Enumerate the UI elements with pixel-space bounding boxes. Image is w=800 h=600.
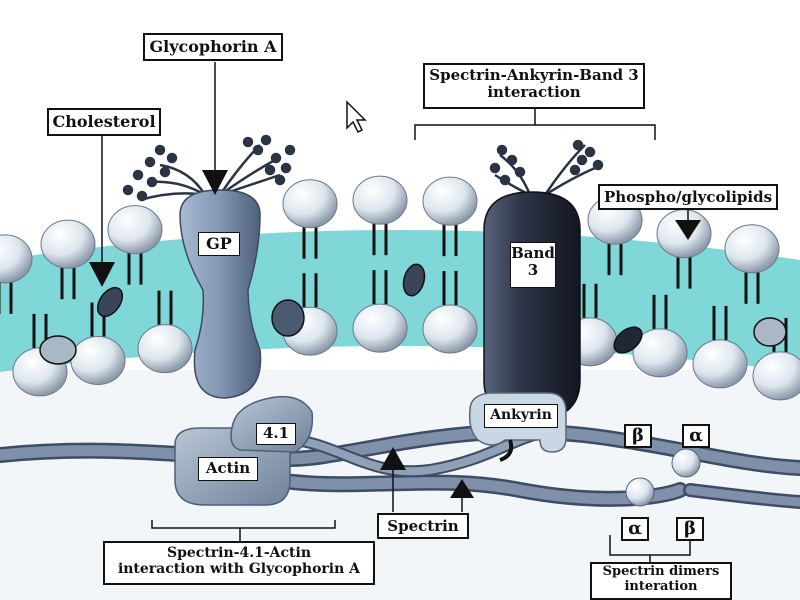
lipid-head xyxy=(752,351,800,401)
beta-bottom-label: β xyxy=(676,517,704,541)
spectrin-label: Spectrin xyxy=(377,513,469,539)
cholesterol-label: Cholesterol xyxy=(47,108,161,136)
phospho-glycolipids-text: Phospho/glycolipids xyxy=(603,188,773,206)
spectrin-dimer-heads xyxy=(625,448,701,507)
band3-label: Band 3 xyxy=(510,242,556,288)
ankyrin-text: Ankyrin xyxy=(490,407,552,423)
lipid-head xyxy=(352,303,408,353)
lipid-head xyxy=(692,339,748,389)
gp-label: GP xyxy=(198,232,240,256)
lipid-head xyxy=(70,335,126,385)
spectrin-text: Spectrin xyxy=(387,517,459,535)
glycophorin-a-label: Glycophorin A xyxy=(143,33,283,61)
alpha-top-label: α xyxy=(682,424,710,448)
lipid-head xyxy=(137,324,193,374)
brackets xyxy=(151,108,691,563)
gp-text: GP xyxy=(206,234,232,253)
ankyrin-label: Ankyrin xyxy=(484,404,558,428)
spectrin-ankyrin-band3-label: Spectrin-Ankyrin-Band 3 interaction xyxy=(423,63,645,109)
spectrin-ankyrin-band3-line1: Spectrin-Ankyrin-Band 3 xyxy=(429,66,639,84)
actin-text: Actin xyxy=(205,459,251,477)
lipid-head xyxy=(352,175,408,225)
spectrin-dimers-line1: Spectrin dimers xyxy=(602,564,720,579)
mouse-cursor-icon xyxy=(346,100,367,134)
lipid-head xyxy=(0,234,33,284)
protein-4-1-label: 4.1 xyxy=(256,423,296,445)
cholesterol-molecules xyxy=(39,263,787,365)
glycophorin-a-text: Glycophorin A xyxy=(149,37,277,56)
lipid-tails xyxy=(0,218,788,352)
actin-label: Actin xyxy=(198,457,258,481)
beta-top-label: β xyxy=(624,424,652,448)
lipid-head xyxy=(40,219,96,269)
spectrin-41-actin-line2: interaction with Glycophorin A xyxy=(117,561,361,578)
cholesterol-text: Cholesterol xyxy=(52,112,156,131)
protein-4-1-text: 4.1 xyxy=(262,424,290,442)
lipid-head xyxy=(282,179,338,229)
lipid-head xyxy=(724,224,780,274)
ankyrin-tail xyxy=(499,439,514,462)
spectrin-ankyrin-band3-line2: interaction xyxy=(487,83,581,102)
phospho-glycolipids-label: Phospho/glycolipids xyxy=(598,184,778,210)
band3-line1: Band xyxy=(511,244,555,262)
lipid-head xyxy=(422,176,478,226)
lipid-head xyxy=(632,328,688,378)
band3-line2: 3 xyxy=(527,261,539,280)
lipid-head xyxy=(422,304,478,354)
spectrin-dimers-label: Spectrin dimers interation xyxy=(590,562,732,600)
spectrin-dimers-line2: interation xyxy=(624,578,698,594)
spectrin-41-actin-label: Spectrin-4.1-Actin interaction with Glyc… xyxy=(103,541,375,585)
alpha-bottom-label: α xyxy=(621,517,649,541)
lipid-head xyxy=(107,205,163,255)
spectrin-41-actin-line1: Spectrin-4.1-Actin xyxy=(167,545,311,561)
band3-protein xyxy=(483,191,581,421)
